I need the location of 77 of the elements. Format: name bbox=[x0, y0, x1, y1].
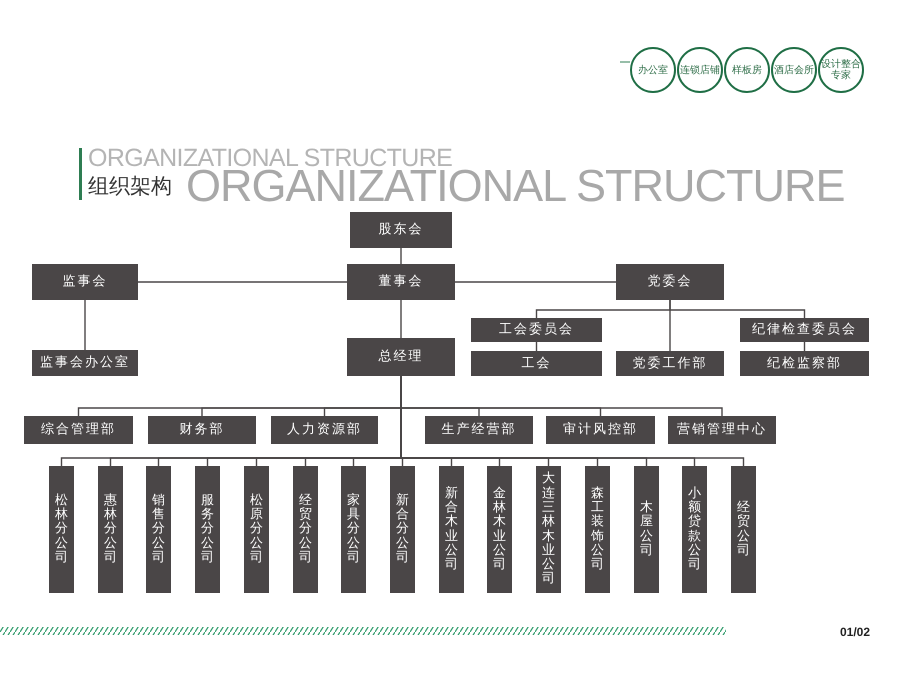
connector-line bbox=[400, 300, 402, 338]
box-label: 家具分公司 bbox=[347, 494, 360, 566]
circle-label: 办公室 bbox=[637, 64, 669, 76]
box-label: 金林木业公司 bbox=[493, 486, 506, 572]
org-box bbox=[616, 351, 724, 376]
box-label: 森工装饰公司 bbox=[591, 486, 604, 572]
subsidiary-box bbox=[98, 466, 123, 593]
org-box bbox=[32, 264, 138, 300]
box-label: 新合木业公司 bbox=[445, 486, 458, 572]
connector-line bbox=[84, 300, 86, 350]
org-box bbox=[425, 416, 533, 444]
org-box bbox=[471, 351, 602, 376]
box-label: 松林分公司 bbox=[55, 494, 68, 566]
connector-line bbox=[138, 281, 347, 283]
subsidiary-box bbox=[585, 466, 610, 593]
circle-label: 设计整合专家 bbox=[821, 59, 861, 81]
box-label: 销售分公司 bbox=[152, 494, 165, 566]
box-label: 人力资源部 bbox=[287, 421, 362, 440]
org-box bbox=[616, 264, 724, 300]
subsidiary-box bbox=[49, 466, 74, 593]
org-box bbox=[471, 318, 602, 342]
org-box bbox=[32, 350, 138, 376]
box-label: 经贸公司 bbox=[737, 500, 750, 558]
box-label: 财务部 bbox=[180, 421, 224, 440]
box-label: 服务分公司 bbox=[201, 494, 214, 566]
org-box bbox=[271, 416, 378, 444]
connector-line bbox=[400, 248, 402, 264]
subsidiary-box bbox=[634, 466, 659, 593]
box-label: 纪律检查委员会 bbox=[752, 321, 857, 340]
box-label: 股东会 bbox=[378, 221, 424, 240]
box-label: 小额贷款公司 bbox=[688, 486, 701, 572]
subsidiary-box bbox=[195, 466, 220, 593]
connector-line bbox=[455, 281, 616, 283]
box-label: 纪检监察部 bbox=[767, 354, 842, 373]
box-label: 监事会 bbox=[62, 273, 108, 292]
page-number: 01/02 bbox=[840, 624, 870, 641]
box-label: 工会 bbox=[522, 354, 552, 373]
org-box bbox=[148, 416, 256, 444]
circle-label: 连锁店铺 bbox=[680, 64, 720, 76]
org-box bbox=[350, 212, 452, 248]
subsidiary-box bbox=[390, 466, 415, 593]
subsidiary-box bbox=[244, 466, 269, 593]
subsidiary-box bbox=[341, 466, 366, 593]
box-label: 木屋公司 bbox=[640, 500, 653, 558]
box-label: 松原分公司 bbox=[250, 494, 263, 566]
box-label: 惠林分公司 bbox=[104, 494, 117, 566]
subsidiary-box bbox=[536, 466, 561, 593]
subsidiary-box bbox=[682, 466, 707, 593]
box-label: 大连三林木业公司 bbox=[542, 472, 555, 587]
circle-label: 样板房 bbox=[731, 64, 763, 76]
org-box bbox=[740, 318, 869, 342]
org-box bbox=[347, 338, 455, 376]
box-label: 审计风控部 bbox=[563, 421, 638, 440]
connector-line bbox=[669, 300, 806, 318]
subsidiary-box bbox=[293, 466, 318, 593]
org-box bbox=[24, 416, 133, 444]
box-label: 综合管理部 bbox=[41, 421, 116, 440]
box-label: 新合分公司 bbox=[396, 494, 409, 566]
box-label: 经贸分公司 bbox=[299, 494, 312, 566]
heading: 组织架构 bbox=[88, 176, 172, 197]
subsidiary-box bbox=[731, 466, 756, 593]
box-label: 总经理 bbox=[378, 348, 424, 366]
org-box bbox=[668, 416, 776, 444]
org-box bbox=[740, 351, 869, 376]
subsidiary-box bbox=[439, 466, 464, 593]
box-label: 生产经营部 bbox=[442, 421, 516, 440]
subsidiary-box bbox=[146, 466, 171, 593]
box-label: 营销管理中心 bbox=[677, 421, 767, 440]
box-label: 监事会办公室 bbox=[40, 354, 130, 372]
box-label: 党委工作部 bbox=[632, 354, 708, 373]
subsidiary-box bbox=[487, 466, 512, 593]
box-label: 党委会 bbox=[648, 273, 692, 292]
box-label: 董事会 bbox=[378, 273, 424, 292]
circle-label: 酒店会所 bbox=[774, 64, 814, 76]
org-box bbox=[347, 264, 455, 300]
org-box bbox=[546, 416, 655, 444]
box-label: 工会委员会 bbox=[499, 321, 574, 340]
